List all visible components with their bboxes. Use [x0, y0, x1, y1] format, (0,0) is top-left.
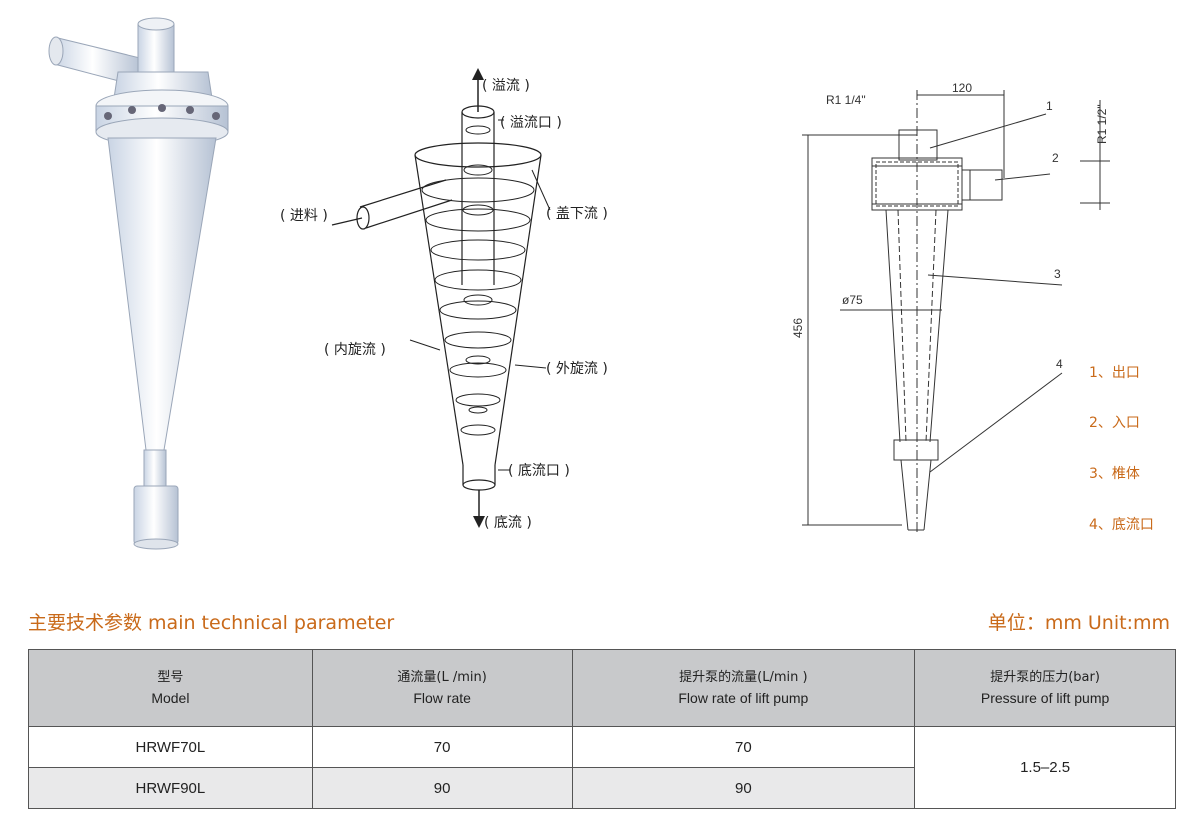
cell-model: HRWF70L [28, 726, 313, 768]
table-row: HRWF70L 70 70 1.5–2.5 [28, 726, 1176, 809]
dim-120: 120 [952, 81, 972, 95]
header-model: 型号 Model [28, 649, 313, 727]
header-pump-pressure: 提升泵的压力(bar) Pressure of lift pump [914, 649, 1176, 727]
header-pump-flow: 提升泵的流量(L/min ) Flow rate of lift pump [571, 649, 916, 727]
header-flow-rate-en: Flow rate [413, 690, 471, 706]
callout-2: 2 [1052, 151, 1059, 165]
label-overflow-port: ( 溢流口 ) [500, 115, 562, 131]
label-under-cap-flow: ( 盖下流 ) [546, 206, 608, 222]
header-model-en: Model [151, 690, 190, 706]
callout-3: 3 [1054, 267, 1061, 281]
header-pump-flow-en: Flow rate of lift pump [678, 690, 809, 706]
callout-4: 4 [1056, 357, 1063, 371]
cell-pump-flow: 90 [571, 767, 916, 809]
legend-cone: 3、椎体 [1089, 466, 1140, 482]
cell-flow: 70 [311, 726, 573, 768]
label-overflow: ( 溢流 ) [482, 78, 530, 94]
dim-r1-quarter: R1 1/4" [826, 93, 866, 107]
header-pump-flow-zh: 提升泵的流量(L/min ) [679, 670, 808, 685]
table-row: HRWF90L 90 90 [28, 767, 1176, 809]
header-pump-pressure-zh: 提升泵的压力(bar) [990, 670, 1100, 685]
header-flow-rate: 通流量(L /min) Flow rate [311, 649, 573, 727]
callout-1: 1 [1046, 99, 1053, 113]
legend-inlet: 2、入口 [1089, 415, 1140, 431]
inner-vortex-spiral [462, 125, 494, 414]
label-underflow-port: ( 底流口 ) [508, 463, 570, 479]
legend-outlet: 1、出口 [1089, 365, 1140, 381]
label-outer-vortex: ( 外旋流 ) [546, 361, 608, 377]
cell-flow: 90 [311, 767, 573, 809]
dim-dia-75: ø75 [842, 293, 863, 307]
legend-underflow-port: 4、底流口 [1089, 517, 1154, 533]
cell-pump-flow: 70 [571, 726, 916, 768]
flow-schematic-diagram: ( 溢流 ) ( 溢流口 ) ( 进料 ) ( 盖下流 ) ( 内旋流 ) ( … [280, 68, 608, 531]
section-title: 主要技术参数 main technical parameter [28, 612, 395, 634]
header-model-zh: 型号 [157, 670, 184, 685]
dim-r1-half: R1 1/2" [1095, 104, 1109, 144]
technical-drawing: 120 R1 1/4" R1 1/2" 456 ø75 1 2 3 4 [791, 81, 1110, 532]
label-underflow: ( 底流 ) [484, 515, 532, 531]
header-flow-rate-zh: 通流量(L /min) [397, 670, 487, 685]
label-inner-vortex: ( 内旋流 ) [324, 342, 386, 358]
label-feed: ( 进料 ) [280, 208, 328, 224]
cell-pump-pressure: 1.5–2.5 [914, 726, 1176, 809]
parameter-table: 型号 Model 通流量(L /min) Flow rate 提升泵的流量(L/… [28, 649, 1176, 809]
table-header-row: 型号 Model 通流量(L /min) Flow rate 提升泵的流量(L/… [28, 649, 1176, 727]
cell-model: HRWF90L [28, 767, 313, 809]
outer-vortex-spiral [421, 177, 535, 436]
header-pump-pressure-en: Pressure of lift pump [980, 690, 1110, 706]
hydrocyclone-product-image [48, 17, 229, 550]
dim-456: 456 [791, 318, 805, 338]
unit-label: 单位：mm Unit:mm [987, 612, 1170, 634]
